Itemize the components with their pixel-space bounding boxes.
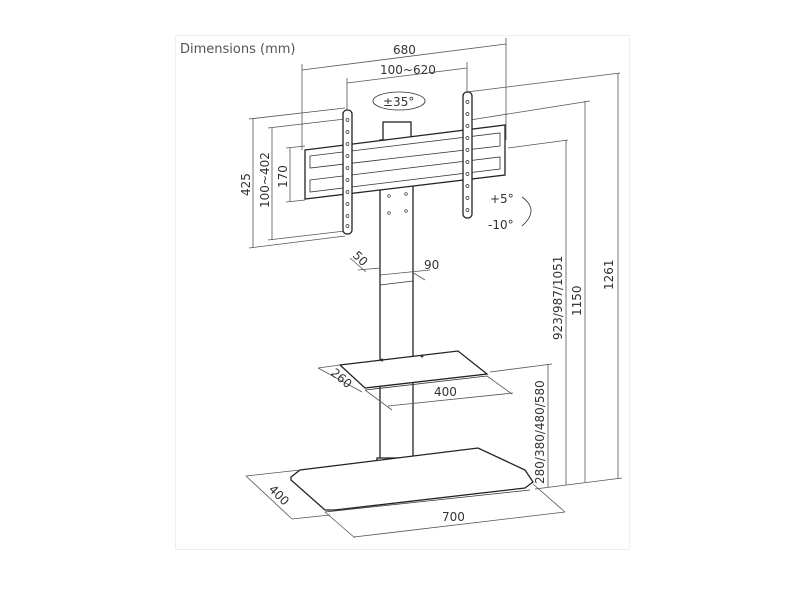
dim-base-depth: 400 xyxy=(266,482,292,508)
right-bracket xyxy=(462,91,473,219)
diagram-frame xyxy=(175,35,630,550)
diagram-title: Dimensions (mm) xyxy=(180,42,295,57)
dim-tilt-up: +5° xyxy=(490,192,514,206)
dim-swivel: ±35° xyxy=(383,95,414,109)
dim-1150: 1150 xyxy=(570,285,584,316)
dim-tilt-down: -10° xyxy=(488,218,514,232)
base-dimension-lines xyxy=(245,469,566,539)
mount-plate xyxy=(304,124,506,200)
tilt-arrow-icon xyxy=(521,196,532,227)
dim-base-width: 700 xyxy=(442,510,465,524)
dim-90: 90 xyxy=(424,258,439,272)
bracket-holes xyxy=(345,100,470,228)
dim-425: 425 xyxy=(239,173,253,196)
dim-50: 50 xyxy=(350,248,371,269)
column-dimension-lines xyxy=(349,257,431,281)
width-dimension-lines xyxy=(301,38,507,150)
left-bracket xyxy=(342,109,353,235)
glass-shelf xyxy=(338,350,489,389)
dim-shelf-heights: 280/380/480/580 xyxy=(533,380,547,484)
dim-1261: 1261 xyxy=(602,259,616,290)
left-dimension-lines xyxy=(248,107,346,249)
dim-mount-heights: 923/987/1051 xyxy=(551,256,565,340)
dim-vesa-width: 100~620 xyxy=(380,63,436,77)
height-extension-lines xyxy=(466,72,623,490)
dim-shelf-width: 400 xyxy=(434,385,457,399)
swivel-arrow-icon xyxy=(372,91,426,111)
dim-680: 680 xyxy=(393,43,416,57)
dim-170: 170 xyxy=(276,165,290,188)
shelf-dimension-lines xyxy=(317,364,514,411)
dim-vesa-height: 100~402 xyxy=(258,152,272,208)
glass-base xyxy=(290,447,534,511)
